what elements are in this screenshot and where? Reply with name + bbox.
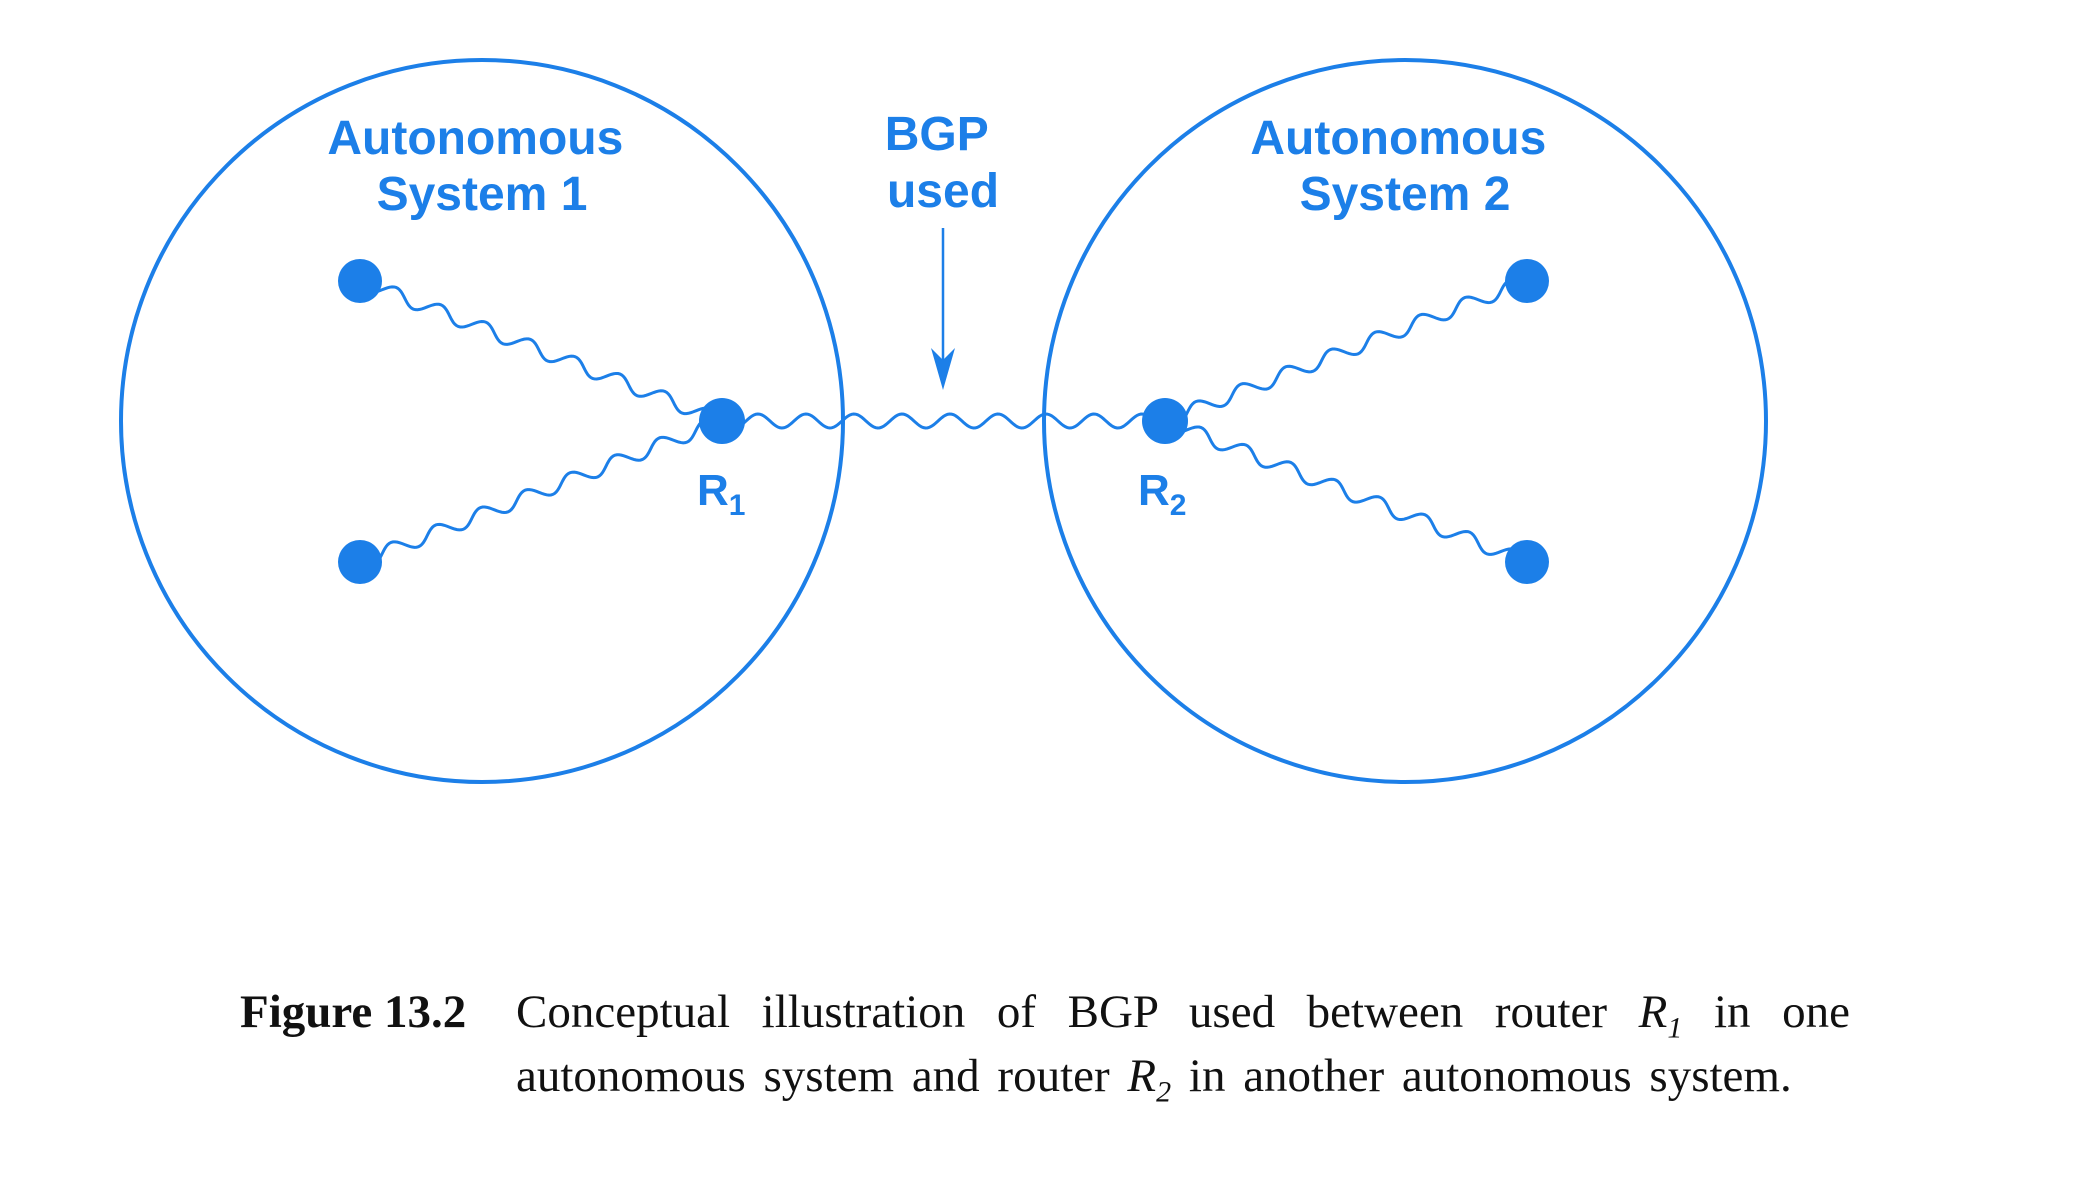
router-r2-label: R2 [1138, 466, 1186, 522]
bgp-label-line1: BGP [885, 108, 988, 161]
caption-text: Conceptual illustration of BGP used betw… [516, 980, 1850, 1108]
caption-text-part1: Conceptual illustration of BGP used betw… [516, 986, 1639, 1038]
caption-r2-subscript: 2 [1156, 1075, 1172, 1109]
figure-number: Figure 13.2 [240, 986, 467, 1038]
caption-r2-letter: R [1127, 1050, 1157, 1102]
autonomous-system-1-label: Autonomous System 1 [327, 112, 636, 221]
router-r2-node [1142, 398, 1188, 444]
autonomous-system-2-label: Autonomous System 2 [1250, 112, 1559, 221]
as1-host-top [338, 259, 382, 303]
link-as1-bottom-to-r1 [358, 419, 724, 564]
bgp-used-label: BGP used [885, 108, 1002, 218]
as2-label-line2: System 2 [1300, 168, 1511, 221]
router-r1-letter: R [697, 466, 729, 515]
router-r1-subscript: 1 [729, 489, 746, 522]
caption-text-part2: in one autonomous system and router [516, 986, 1851, 1102]
caption-text-part3: in another autonomous system. [1171, 1050, 1792, 1102]
bgp-label-line2: used [887, 165, 999, 218]
autonomous-system-2-boundary [1042, 58, 1768, 784]
link-r1-to-r2-bgp [720, 412, 1167, 430]
network-links [358, 279, 1529, 564]
link-r2-to-as2-top [1163, 279, 1529, 423]
router-r2-subscript: 2 [1170, 489, 1187, 522]
link-as1-top-to-r1 [358, 279, 724, 423]
as1-host-bottom [338, 540, 382, 584]
caption-r1-subscript: 1 [1667, 1011, 1683, 1045]
as1-label-line2: System 1 [377, 168, 588, 221]
bgp-arrow-head [931, 348, 955, 390]
as2-host-top [1505, 259, 1549, 303]
router-r1-label: R1 [697, 466, 745, 522]
link-r2-to-as2-bottom [1163, 419, 1529, 564]
router-r1-node [699, 398, 745, 444]
caption-r1-letter: R [1638, 986, 1668, 1038]
as2-label-line1: Autonomous [1250, 112, 1546, 165]
router-r2-letter: R [1138, 466, 1170, 515]
as2-host-bottom [1505, 540, 1549, 584]
figure-caption: Figure 13.2 Conceptual illustration of B… [240, 980, 1850, 1108]
as1-label-line1: Autonomous [327, 112, 623, 165]
